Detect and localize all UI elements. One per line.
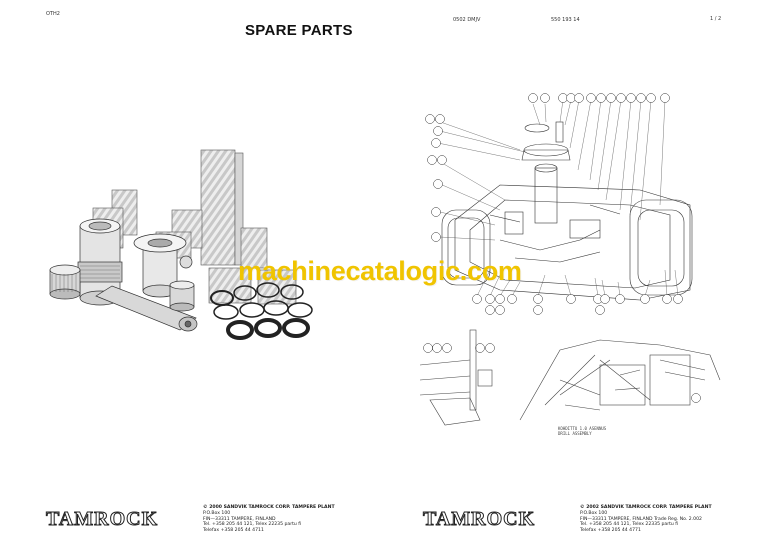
footer-address-right: © 2002 SANDVIK TAMROCK CORP. TAMPERE PLA… xyxy=(580,505,712,534)
footer-address-left: © 2000 SANDVIK TAMROCK CORP. TAMPERE PLA… xyxy=(203,505,335,534)
footer-left-line4: Tel. +358 205 44 121, Telex 22235 partu … xyxy=(203,522,302,528)
footer-right-line4: Tel. +358 205 44 121, Telex 22335 partu … xyxy=(580,522,679,528)
footer-left-line1: © 2000 SANDVIK TAMROCK CORP. TAMPERE PLA… xyxy=(203,505,335,510)
tamrock-logo-left: TAMROCK xyxy=(45,508,159,531)
drawing-note-line1: KOHDITTU 1.0 ASENNUS xyxy=(558,426,607,431)
left-doc-code: OTH2 xyxy=(46,11,60,17)
footer-left-line2: P.O.Box 100 xyxy=(203,510,231,516)
footer-right-line5: Telefax +358 205 44 4771 xyxy=(580,528,641,534)
drawing-note: KOHDITTU 1.0 ASENNUS DRILL ASSEMBLY xyxy=(558,426,606,436)
footer-left-line3: FIN—33311 TAMPERE, FINLAND xyxy=(203,516,276,522)
footer-right-line1: © 2002 SANDVIK TAMROCK CORP. TAMPERE PLA… xyxy=(580,505,712,510)
footer-left-line5: Telefax +358 205 44 4711 xyxy=(203,528,264,534)
part-number: 550 193 14 xyxy=(551,17,580,23)
tamrock-logo-right: TAMROCK xyxy=(422,508,536,531)
right-doc-code: 0502 DMJV xyxy=(453,17,481,23)
drawing-note-line2: DRILL ASSEMBLY xyxy=(558,431,592,436)
footer-right-line3: FIN—33311 TAMPERE, FINLAND Trade Reg. No… xyxy=(580,516,702,522)
page-title: SPARE PARTS xyxy=(245,22,353,39)
watermark: machinecatalogic.com xyxy=(238,256,522,286)
footer-right-line2: P.O.Box 100 xyxy=(580,510,608,516)
page-number: 1 / 2 xyxy=(710,16,722,22)
